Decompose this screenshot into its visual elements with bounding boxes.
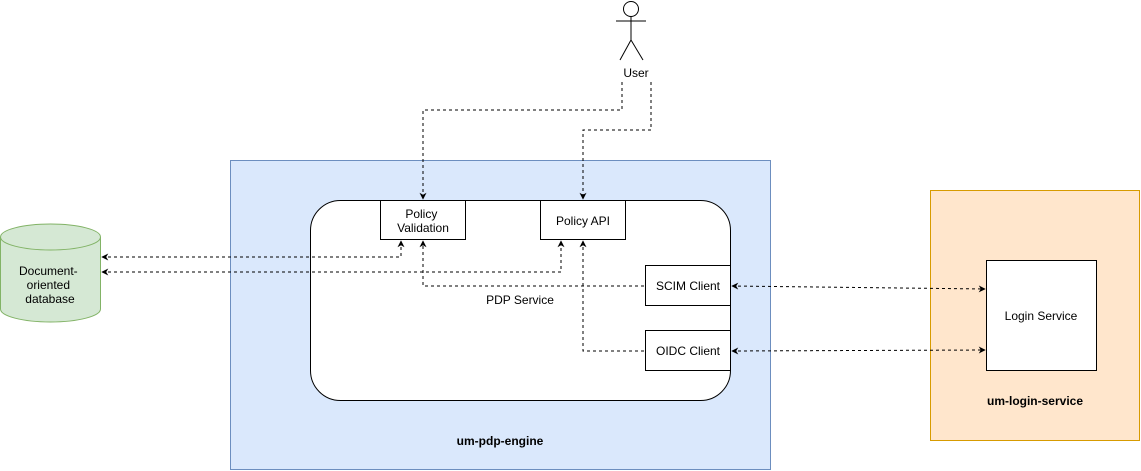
oidc-client-label: OIDC Client [656, 344, 721, 358]
policy-validation-box [380, 200, 466, 240]
scim-client-box [645, 265, 731, 306]
database-policy-api-connector [101, 240, 565, 276]
pdp-engine-label: um-pdp-engine [457, 434, 544, 448]
login-container-label: um-login-service [987, 394, 1083, 408]
database-label-line-2: oriented [27, 278, 70, 292]
login-service-label: Login Service [1005, 309, 1078, 323]
policy-api-box [540, 200, 626, 240]
pdp-service-label: PDP Service [486, 293, 554, 307]
scim-client-label: SCIM Client [656, 279, 721, 293]
scim-client-to-policy-validation-connector [419, 240, 644, 287]
oidc-client-login-service-connector [731, 346, 986, 355]
user-to-policy-validation-connector [419, 82, 623, 200]
database-label-line-3: database [25, 292, 75, 306]
stick-figure-icon [616, 1, 646, 61]
policy-api-label: Policy API [556, 214, 610, 228]
oidc-client-box [645, 330, 731, 371]
scim-client-login-service-connector [731, 282, 986, 293]
policy-validation-label: Policy Validation [397, 207, 449, 235]
policy-validation-line-1: Policy [405, 207, 437, 221]
user-to-policy-api-connector [579, 82, 652, 200]
database-label: Document- oriented database [19, 264, 81, 306]
database-label-line-1: Document- [19, 264, 78, 278]
login-service-box [986, 260, 1097, 371]
cylinder-database-icon [0, 223, 101, 323]
policy-validation-line-2: Validation [397, 221, 449, 235]
user-label: User [623, 66, 648, 80]
oidc-client-to-policy-api-connector [579, 240, 644, 352]
